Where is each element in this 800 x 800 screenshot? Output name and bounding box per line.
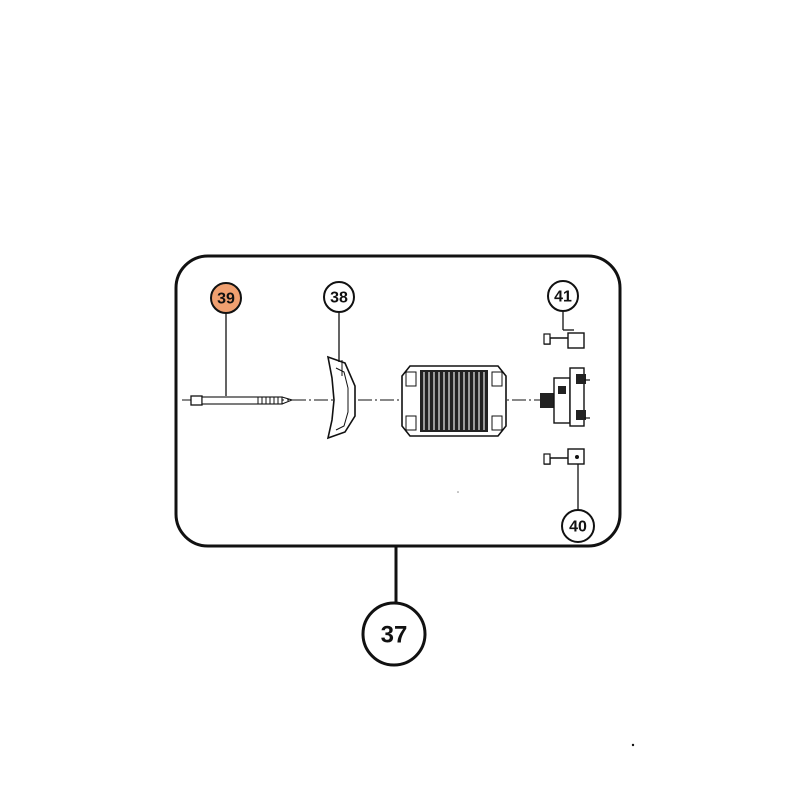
callout-41-label: 41 <box>554 289 572 306</box>
callout-37-label: 37 <box>381 622 408 649</box>
callout-38-label: 38 <box>330 290 348 307</box>
upper-carbon-brush-part <box>543 332 585 349</box>
stator-cover-part <box>326 355 356 440</box>
stator-part <box>401 365 507 437</box>
lower-carbon-brush-part <box>543 448 585 465</box>
callout-39[interactable]: 39 <box>210 282 242 314</box>
assembly-frame <box>174 254 622 548</box>
callout-37[interactable]: 37 <box>361 601 427 667</box>
callout-40[interactable]: 40 <box>561 509 595 543</box>
speck <box>457 491 459 493</box>
callout-39-label: 39 <box>217 291 235 308</box>
callout-40-label: 40 <box>569 519 587 536</box>
armature-end-part <box>540 367 590 427</box>
long-screw-part <box>190 395 294 406</box>
callout-38[interactable]: 38 <box>323 281 355 313</box>
callout-41[interactable]: 41 <box>547 280 579 312</box>
speck <box>631 743 635 747</box>
